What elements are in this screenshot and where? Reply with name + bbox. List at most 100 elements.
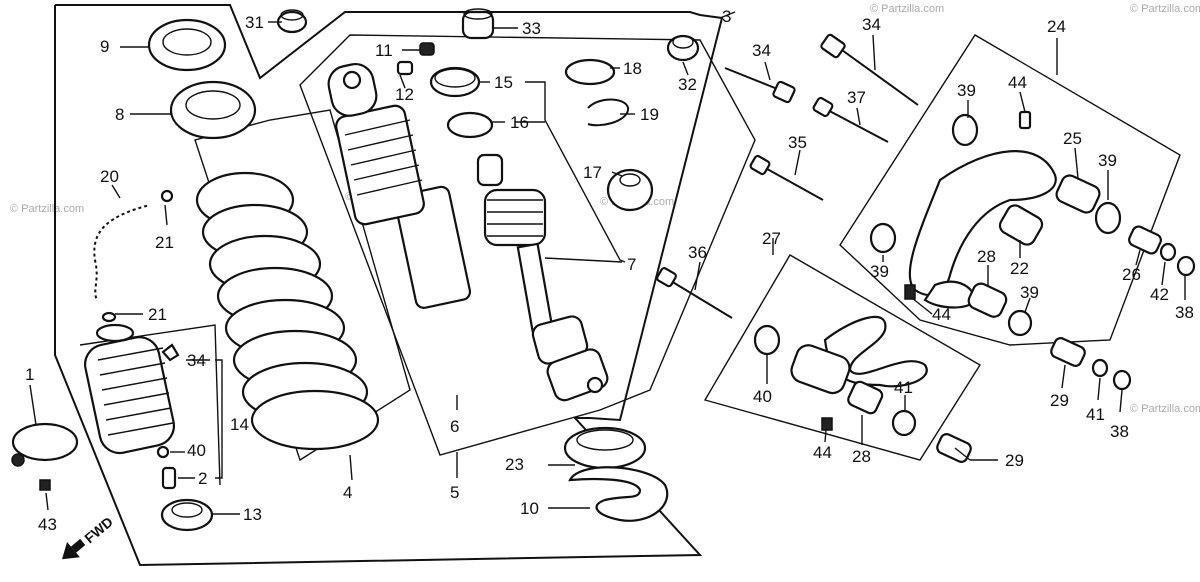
callout-44-upper: 44 (1008, 73, 1027, 92)
lower-arm-27 (753, 315, 928, 437)
callout-37: 38 (1110, 422, 1129, 441)
callout-31: 33 (522, 19, 541, 38)
locknut-9 (147, 18, 227, 72)
bushing-31 (461, 10, 495, 40)
callout-8: 8 (115, 105, 124, 124)
bolt-34-mid (759, 164, 824, 201)
upper-arm-24 (869, 110, 1122, 337)
callouts: 31 33 3 32 9 8 20 21 21 11 12 15 1 6 18 1… (25, 7, 1194, 534)
callout-38-upper: 39 (957, 81, 976, 100)
callout-39-lower-right: 41 (894, 378, 913, 397)
valve-11 (419, 42, 435, 56)
washer-21 (160, 189, 174, 203)
bolt-34-low (665, 277, 733, 319)
shock-group-outline (54, 4, 724, 567)
callout-13: 13 (243, 505, 262, 524)
callout-2: 2 (198, 469, 207, 488)
valve-2 (161, 466, 177, 490)
callout-34-top: 34 (752, 41, 771, 60)
bushing-29-upper (1050, 337, 1086, 367)
fwd-label: FWD (81, 513, 116, 546)
callout-15: 15 (494, 73, 513, 92)
watermark-text: © Partzilla.com (870, 3, 944, 15)
callout-5: 5 (450, 483, 459, 502)
callout-7: 7 (627, 255, 636, 274)
callout-36: 38 (1175, 303, 1194, 322)
seat-23 (563, 426, 647, 470)
ring-18 (564, 58, 616, 86)
screw-43 (39, 479, 51, 491)
callout-35: 37 (847, 88, 866, 107)
washer-42 (1159, 242, 1177, 262)
damper-rod-7 (476, 153, 609, 402)
callout-30-right: 32 (678, 75, 697, 94)
callout-41: 41 (1086, 405, 1105, 424)
washer-41 (1091, 358, 1109, 378)
callout-43: 43 (38, 515, 57, 534)
callout-12: 12 (395, 85, 414, 104)
callout-26: 26 (1122, 265, 1141, 284)
washer-21-lower (101, 311, 117, 323)
callout-29-upper: 29 (1050, 391, 1069, 410)
callout-44-mid: 44 (932, 305, 951, 324)
callout-14: 14 (230, 415, 249, 434)
callout-25: 25 (1063, 129, 1082, 148)
callout-21-lower: 21 (148, 305, 167, 324)
bushing-26 (1128, 225, 1162, 255)
cap-17 (606, 168, 654, 212)
leader-lines (29, 11, 1186, 515)
callout-40: 40 (187, 441, 206, 460)
callout-33: 34 (862, 15, 881, 34)
callout-28-upper: 28 (977, 247, 996, 266)
cap-30 (276, 10, 308, 34)
seat-10 (568, 466, 669, 522)
ring-16 (446, 111, 494, 139)
watermark-text: © Partzilla.com (10, 203, 84, 215)
circlip-19 (587, 98, 629, 127)
fwd-arrow: FWD (62, 513, 116, 560)
callout-22: 22 (1010, 259, 1029, 278)
cap-12 (396, 60, 414, 76)
lower-arm-outline (703, 254, 981, 461)
ring-15 (429, 66, 481, 98)
callout-9: 9 (100, 37, 109, 56)
callout-19: 19 (640, 105, 659, 124)
nut-37 (1112, 369, 1132, 391)
band-1 (11, 422, 79, 462)
callout-24: 24 (1047, 17, 1066, 36)
callout-39-lower: 40 (753, 387, 772, 406)
callout-32: 34 (187, 351, 206, 370)
callout-3: 3 (722, 7, 731, 26)
parts: FWD (11, 8, 1196, 560)
callout-30: 31 (245, 13, 264, 32)
callout-4: 4 (343, 483, 352, 502)
callout-38-right: 39 (1098, 151, 1117, 170)
callout-39-right: 39 (1020, 283, 1039, 302)
callout-44-lower: 44 (813, 443, 832, 462)
shock-body-5 (327, 63, 472, 309)
callout-28-lower: 28 (852, 447, 871, 466)
callout-18: 18 (623, 59, 642, 78)
callout-11: 11 (375, 41, 393, 60)
watermark-text: © Partzilla.com (1130, 403, 1200, 415)
callout-34-mid: 35 (788, 133, 807, 152)
callout-6: 6 (450, 417, 459, 436)
callout-29-lower: 29 (1005, 451, 1024, 470)
clip-32 (161, 343, 180, 362)
bushing-29-lower (936, 433, 972, 463)
callout-21-upper: 21 (155, 233, 174, 252)
callout-20: 20 (100, 167, 119, 186)
callout-23: 23 (505, 455, 524, 474)
callout-39-left: 39 (870, 262, 889, 281)
damper-group-outline (299, 34, 756, 456)
bolt-35 (821, 106, 889, 143)
callout-10: 10 (520, 499, 539, 518)
watermark-text: © Partzilla.com (1130, 3, 1200, 15)
callout-1: 1 (25, 365, 34, 384)
callout-27: 27 (762, 229, 781, 248)
cup-13 (160, 498, 214, 532)
callout-17: 17 (583, 163, 602, 182)
callout-34-low: 36 (688, 243, 707, 262)
